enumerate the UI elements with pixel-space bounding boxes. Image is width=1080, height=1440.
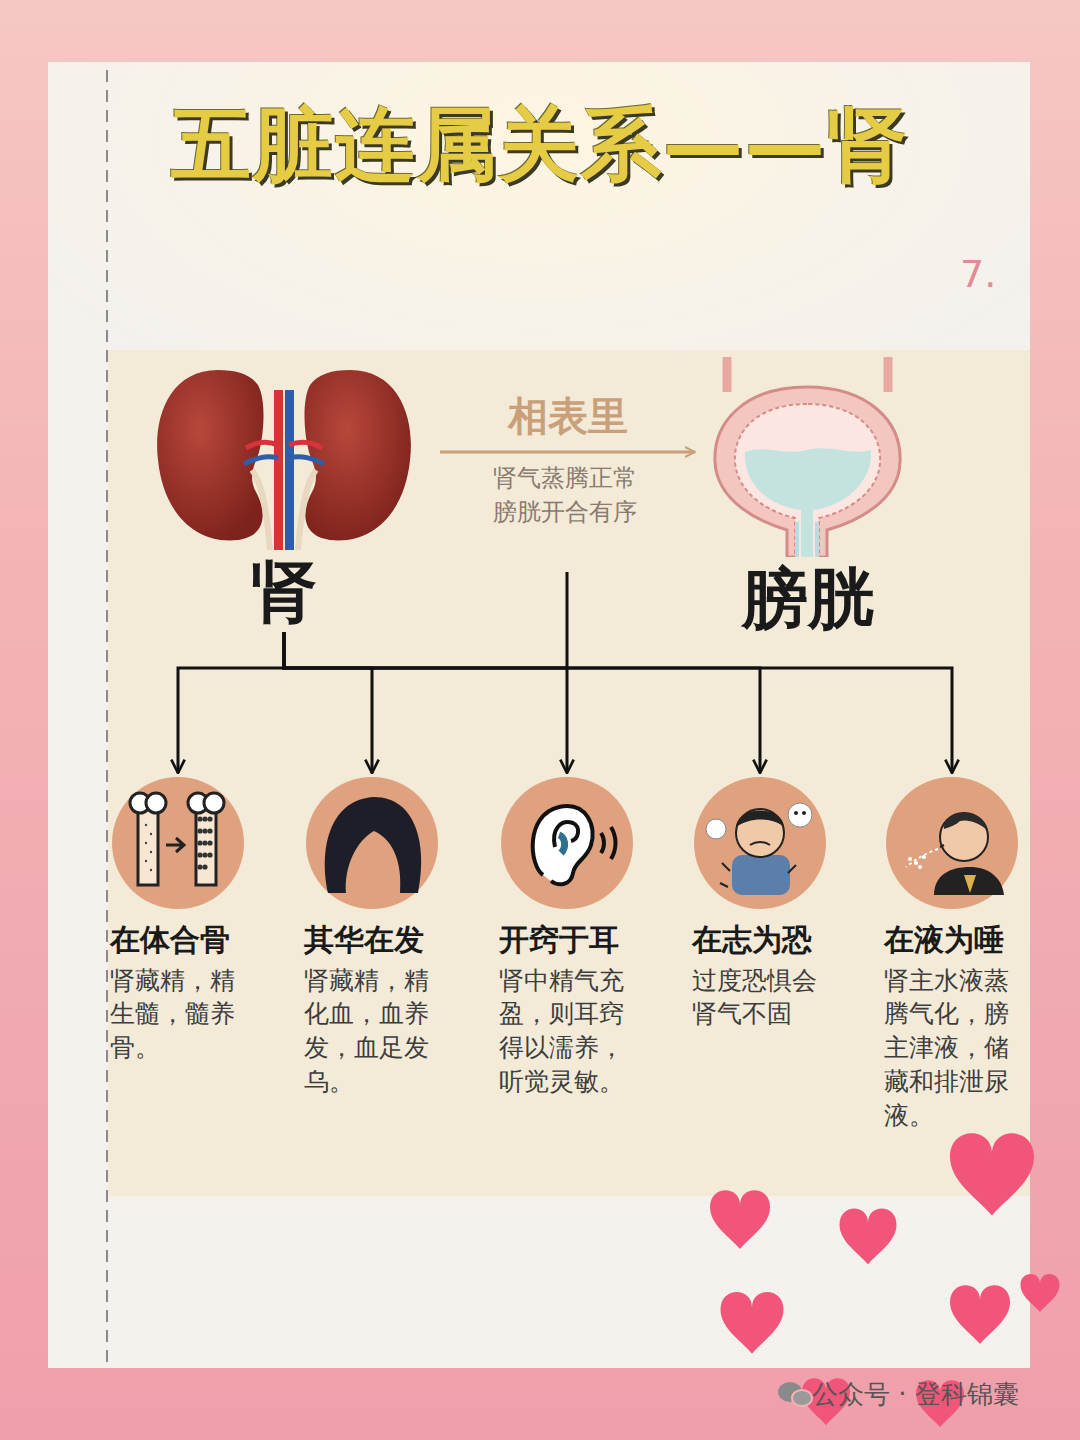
bladder-illustration: [705, 352, 910, 557]
footer-credit: 公众号 · 登科锦囊: [812, 1376, 1052, 1412]
attribute-circle: 在志为恐过度恐惧会肾气不固: [692, 775, 837, 1031]
attribute-body: 肾藏精，精生髓，髓养骨。: [110, 964, 250, 1065]
paper-glow: [48, 62, 1030, 562]
branch-arrow: [284, 632, 760, 773]
branch-arrow: [284, 632, 372, 773]
page-title: 五脏连属关系——肾: [60, 92, 1020, 200]
content-panel: [108, 350, 1030, 1196]
attribute-circle: 在体合骨肾藏精，精生髓，髓养骨。: [110, 775, 250, 1065]
kidney-illustration: [148, 360, 420, 550]
organ-name: 肾: [148, 554, 420, 630]
attribute-body: 肾中精气充盈，则耳窍得以濡养，听觉灵敏。: [499, 964, 644, 1099]
attribute-body: 肾藏精，精化血，血养发，血足发乌。: [304, 964, 449, 1099]
organ-node: 肾: [148, 360, 420, 630]
attribute-body: 过度恐惧会肾气不固: [692, 964, 837, 1032]
attribute-heading: 在液为唾: [884, 923, 1024, 958]
paper-card: [48, 62, 1030, 1368]
branch-arrow: [178, 632, 284, 773]
relation-arrow: [440, 451, 695, 454]
branch-arrow: [284, 632, 952, 773]
ear-icon: [499, 775, 635, 911]
organ-node: 膀胱: [705, 352, 910, 637]
fear-icon: [692, 775, 828, 911]
attribute-body: 肾主水液蒸腾气化，膀主津液，储藏和排泄尿液。: [884, 964, 1024, 1133]
attribute-heading: 其华在发: [304, 923, 449, 958]
wechat-icon: [778, 1382, 812, 1406]
branch-arrow: [284, 632, 567, 773]
page-number: 7.: [960, 248, 1030, 301]
hearts: [710, 1133, 1060, 1427]
attribute-circle: 在液为唾肾主水液蒸腾气化，膀主津液，储藏和排泄尿液。: [884, 775, 1024, 1132]
attribute-circle: 其华在发肾藏精，精化血，血养发，血足发乌。: [304, 775, 449, 1099]
attribute-heading: 在志为恐: [692, 923, 837, 958]
attribute-circle: 开窍于耳肾中精气充盈，则耳窍得以濡养，听觉灵敏。: [499, 775, 644, 1099]
attribute-heading: 在体合骨: [110, 923, 250, 958]
organ-name: 膀胱: [705, 561, 910, 637]
hair-icon: [304, 775, 440, 911]
dashed-margin: [106, 70, 108, 1368]
attribute-heading: 开窍于耳: [499, 923, 644, 958]
spit-icon: [884, 775, 1020, 911]
bone-icon: [110, 775, 246, 911]
relation-note: 肾气蒸腾正常 膀胱开合有序: [480, 462, 650, 529]
relation-label: 相表里: [508, 389, 628, 444]
trunk-line: [566, 572, 569, 668]
